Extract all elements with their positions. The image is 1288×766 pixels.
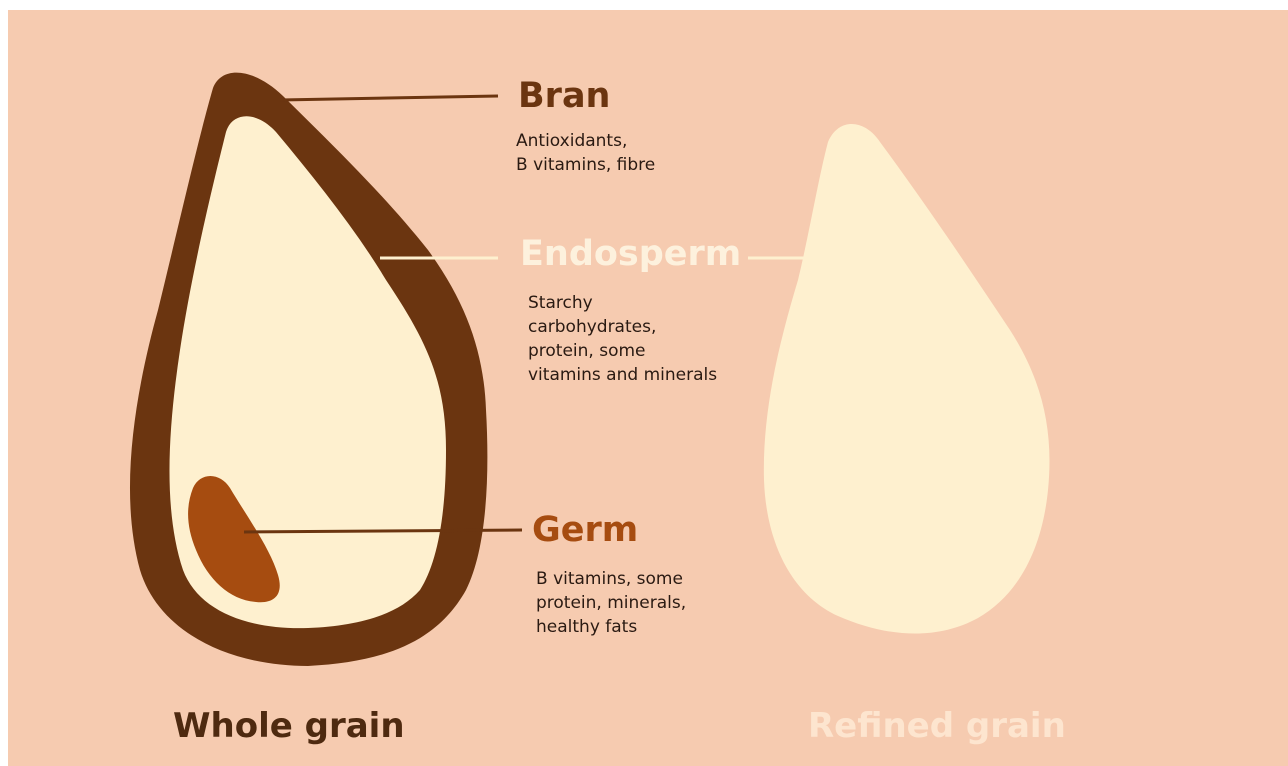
germ-label: Germ (532, 510, 638, 550)
bran-description: Antioxidants, B vitamins, fibre (516, 129, 655, 177)
bran-leader-line (280, 96, 498, 100)
diagram-canvas: Bran Antioxidants, B vitamins, fibre End… (8, 10, 1288, 766)
germ-leader-line (244, 530, 522, 532)
whole-grain-caption: Whole grain (173, 706, 405, 746)
grain-diagram-art (8, 10, 1288, 766)
bran-label: Bran (518, 76, 610, 116)
refined-grain-caption: Refined grain (808, 706, 1066, 746)
refined-grain-shape (764, 124, 1050, 634)
germ-description: B vitamins, some protein, minerals, heal… (536, 567, 686, 639)
endosperm-label: Endosperm (520, 234, 741, 274)
endosperm-description: Starchy carbohydrates, protein, some vit… (528, 291, 717, 387)
